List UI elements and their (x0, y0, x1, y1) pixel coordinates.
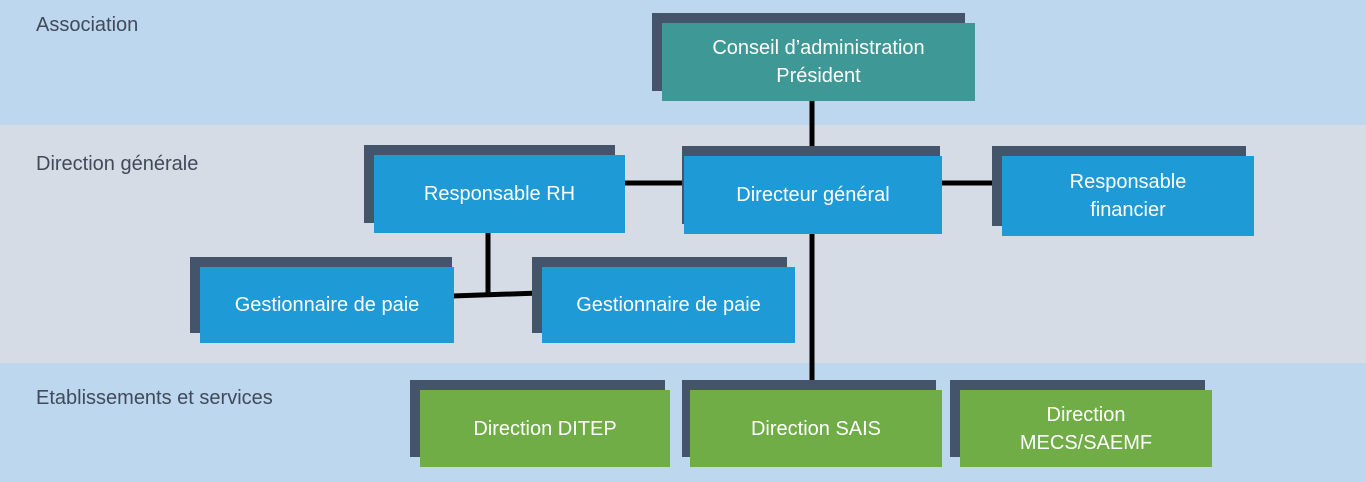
node-gestionnaire-paie-2: Gestionnaire de paie (542, 267, 795, 343)
band-label-direction-generale: Direction générale (36, 153, 199, 175)
band-label-etablissements: Etablissements et services (36, 387, 273, 409)
node-direction-ditep: Direction DITEP (420, 390, 670, 467)
node-conseil: Conseil d’administration Président (662, 23, 975, 101)
edge-paie1-paie2 (451, 290, 541, 299)
node-directeur-general: Directeur général (684, 156, 942, 234)
node-direction-sais: Direction SAIS (690, 390, 942, 467)
node-responsable-rh: Responsable RH (374, 155, 625, 233)
node-direction-mecs: Direction MECS/SAEMF (960, 390, 1212, 467)
node-responsable-financier: Responsable financier (1002, 156, 1254, 236)
band-label-association: Association (36, 14, 139, 36)
node-gestionnaire-paie-1: Gestionnaire de paie (200, 267, 454, 343)
